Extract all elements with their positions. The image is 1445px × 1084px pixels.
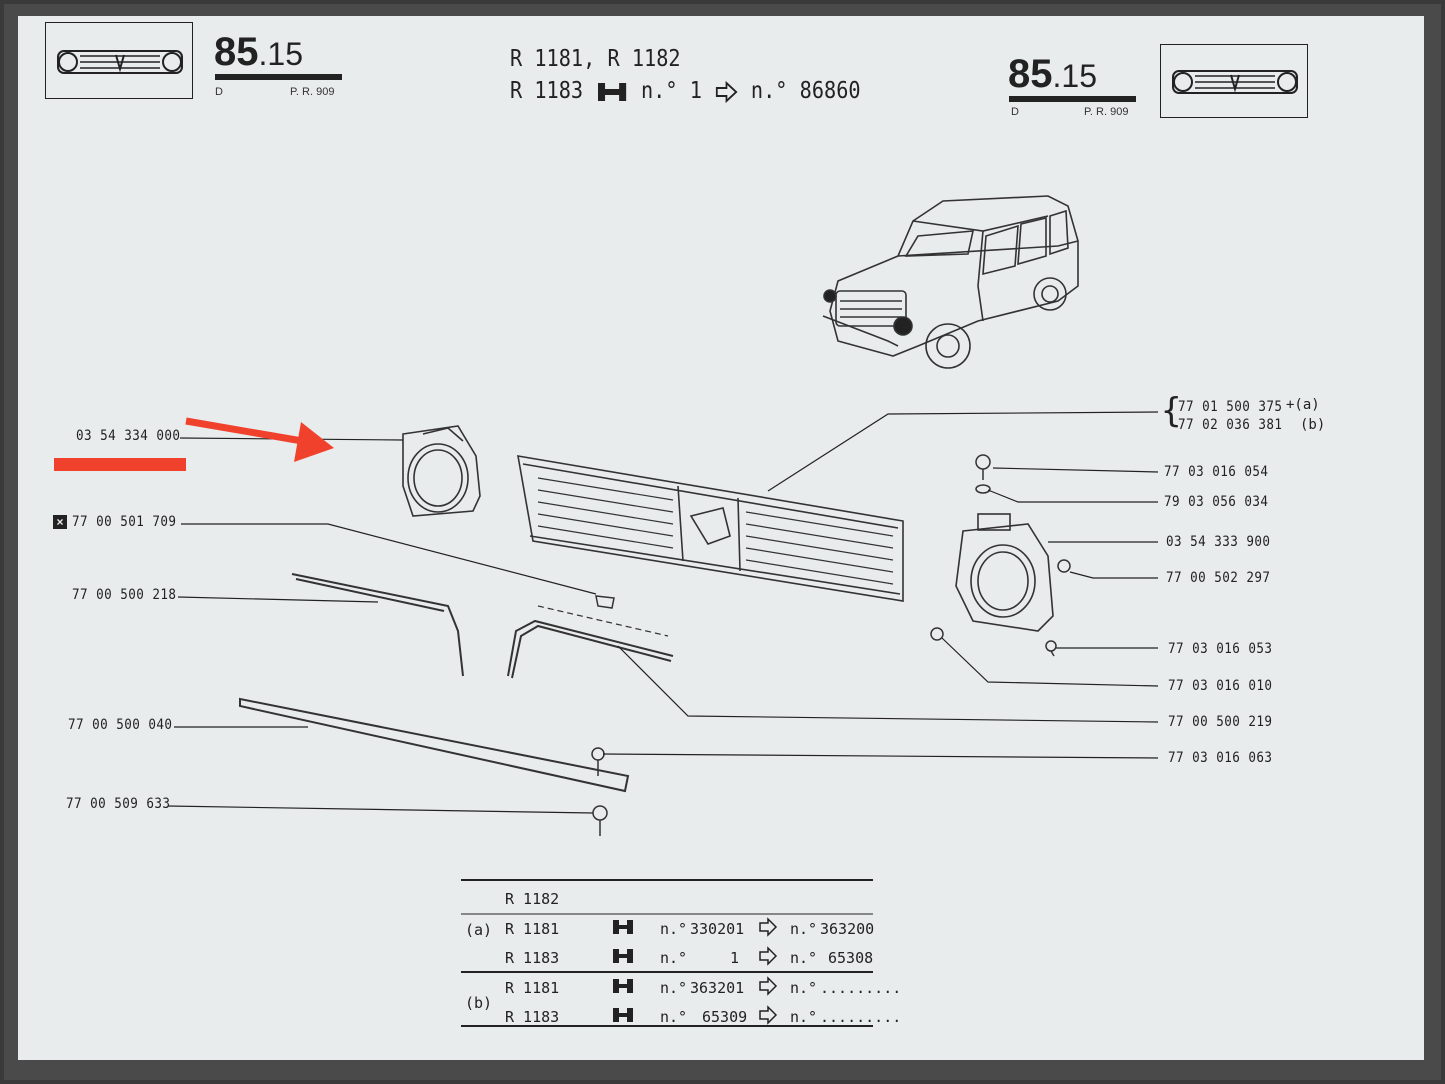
models-prefix: R 1183 <box>510 78 584 104</box>
part-number-03-54-333-900: 03 54 333 900 <box>1166 534 1271 550</box>
section-underline-right <box>1009 96 1136 102</box>
table-row-from-label: n.° <box>660 920 688 938</box>
table-row-from-value: 363201 <box>690 979 745 997</box>
table-row-to-label: n.° <box>790 920 818 938</box>
red-underline <box>54 458 186 471</box>
table-row-from-label: n.° <box>660 1008 688 1026</box>
table-group-a: (a) <box>465 921 493 939</box>
section-main-right: 85 <box>1008 52 1053 96</box>
page-letter-left: D <box>215 86 223 98</box>
part-number-77-00-502-297: 77 00 502 297 <box>1166 570 1271 586</box>
table-group-b: (b) <box>465 994 493 1012</box>
section-underline-left <box>215 74 342 80</box>
part-number-77-00-500-219: 77 00 500 219 <box>1168 714 1273 730</box>
brace: { <box>1161 391 1182 431</box>
table-row-model: R 1182 <box>505 890 560 908</box>
red-arrow-icon <box>185 417 334 462</box>
section-number-left: 85.15 <box>214 30 303 75</box>
models-line-1: R 1181, R 1182 <box>510 46 681 72</box>
grille-thumbnail-icon <box>1172 70 1298 94</box>
part-number-77-02-036-381: 77 02 036 381 <box>1178 417 1283 433</box>
models-from: n.° 1 <box>640 78 702 104</box>
grille-thumbnail-left <box>45 22 193 99</box>
replaced-box-icon: × <box>53 515 67 529</box>
table-row-to-label: n.° <box>790 949 818 967</box>
exploded-diagram <box>54 195 1159 1027</box>
table-row-to-label: n.° <box>790 1008 818 1026</box>
part-number-77-01-500-375: 77 01 500 375 <box>1178 399 1283 415</box>
suffix-a: +(a) <box>1286 397 1320 413</box>
table-row-from-value: 1 <box>730 949 740 967</box>
suffix-b: (b) <box>1300 417 1326 433</box>
part-number-77-00-509-633: 77 00 509 633 <box>66 796 171 812</box>
part-number-03-54-334-000: 03 54 334 000 <box>76 428 181 444</box>
section-number-right: 85.15 <box>1008 52 1097 97</box>
page-ref-right: P. R. 909 <box>1084 106 1129 118</box>
part-number-77-00-500-218: 77 00 500 218 <box>72 587 177 603</box>
catalog-page: 85.15 D P. R. 909 R 1181, R 1182 R 1183 … <box>18 16 1424 1060</box>
main-grille <box>517 455 904 602</box>
leader-lines <box>167 411 1159 814</box>
table-row-model: R 1181 <box>505 920 560 938</box>
part-number-77-00-500-040: 77 00 500 040 <box>68 717 173 733</box>
part-number-77-00-501-709: 77 00 501 709 <box>72 514 177 530</box>
part-number-77-03-016-010: 77 03 016 010 <box>1168 678 1273 694</box>
table-row-model: R 1183 <box>505 949 560 967</box>
chassis-symbol-icon <box>597 82 627 101</box>
outline-arrow-icon <box>715 80 738 103</box>
outline-arrow-icon <box>759 917 778 1025</box>
part-number-77-03-016-063: 77 03 016 063 <box>1168 750 1273 766</box>
table-icons <box>613 917 778 1025</box>
right-headlamp-bezel <box>955 513 1054 632</box>
car-illustration <box>822 195 1079 369</box>
part-number-77-03-016-054: 77 03 016 054 <box>1164 464 1269 480</box>
table-row-to-value: 363200 <box>820 920 875 938</box>
table-row-to-value: ......... <box>820 979 902 997</box>
section-main: 85 <box>214 30 259 74</box>
trim-strips <box>239 573 674 793</box>
table-row-to-value: 65308 <box>828 949 874 967</box>
grille-thumbnail-icon <box>57 50 183 74</box>
table-row-from-label: n.° <box>660 949 688 967</box>
part-number-77-03-016-053: 77 03 016 053 <box>1168 641 1273 657</box>
models-to: n.° 86860 <box>750 78 861 104</box>
part-number-79-03-056-034: 79 03 056 034 <box>1164 494 1269 510</box>
models-line-2: R 1183 n.° 1 n.° 86860 <box>510 78 861 104</box>
grille-thumbnail-right <box>1160 44 1308 118</box>
table-row-to-label: n.° <box>790 979 818 997</box>
page-ref-left: P. R. 909 <box>290 86 335 98</box>
table-row-from-value: 65309 <box>702 1008 748 1026</box>
page-letter-right: D <box>1011 106 1019 118</box>
table-row-model: R 1181 <box>505 979 560 997</box>
table-rules <box>461 879 873 1027</box>
table-row-model: R 1183 <box>505 1008 560 1026</box>
table-row-from-value: 330201 <box>690 920 745 938</box>
chassis-symbol-icon <box>613 920 633 1022</box>
section-sub: .15 <box>258 36 303 72</box>
section-sub-right: .15 <box>1052 58 1097 94</box>
left-headlamp-bezel <box>402 425 481 517</box>
table-row-to-value: ......... <box>820 1008 902 1026</box>
table-row-from-label: n.° <box>660 979 688 997</box>
